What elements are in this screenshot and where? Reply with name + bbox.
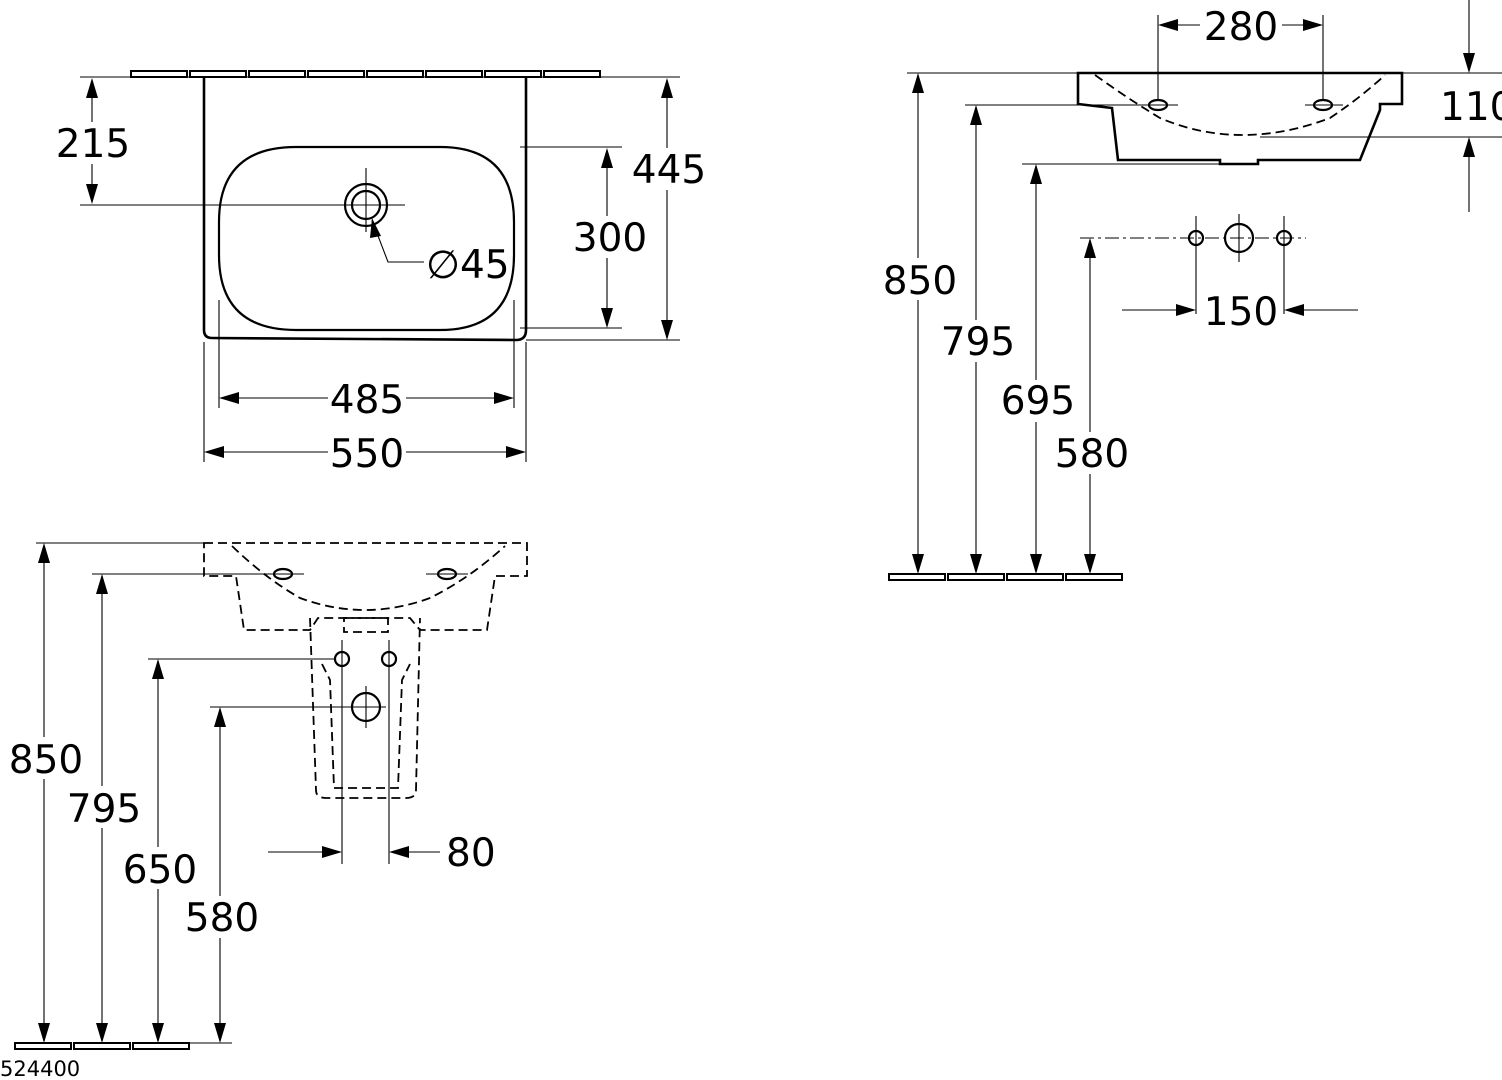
dim-width: 550 (330, 432, 404, 477)
plan-view: 215 445 300 ∅45 485 550 (55, 70, 706, 477)
basin-front-outline (203, 542, 528, 631)
tap-hole (330, 168, 405, 232)
wall-tiles (130, 70, 601, 78)
dim-floor-to-waste: 580 (1055, 432, 1129, 477)
dim-bowl-width: 485 (330, 378, 404, 423)
basin-outline (202, 78, 528, 342)
dim-overflow-spacing: 280 (1204, 5, 1278, 50)
front-view: 80 850 795 650 580 (9, 542, 528, 1050)
dim-depth: 445 (632, 148, 706, 193)
drawing-code: 524400 (0, 1057, 80, 1080)
basin-elevation-outline (1076, 71, 1404, 166)
elevation-view: 280 110 150 (883, 0, 1502, 581)
dim-supply-spacing-front: 80 (446, 831, 496, 876)
floor-tiles-right (888, 573, 1123, 581)
pedestal-outline (309, 617, 421, 799)
floor-tiles-left (14, 1042, 232, 1050)
dim-front-floor-to-supply: 650 (123, 848, 197, 893)
dim-supply-spacing: 150 (1204, 290, 1278, 335)
dim-floor-to-overflow: 795 (941, 320, 1015, 365)
overflow-hole-right (1305, 98, 1343, 112)
bowl-outline (217, 145, 516, 332)
dim-floor-to-bottom: 695 (1001, 379, 1075, 424)
dim-front-floor-to-overflow: 795 (67, 787, 141, 832)
dim-tap-offset: 215 (56, 122, 130, 167)
dim-rim-height: 110 (1440, 85, 1502, 130)
dim-tap-hole: ∅45 (426, 243, 510, 288)
dim-floor-to-top: 850 (883, 259, 957, 304)
dim-front-floor-to-waste: 580 (185, 896, 259, 941)
supply-hole-right (1275, 216, 1293, 314)
dim-bowl-depth: 300 (573, 216, 647, 261)
dim-front-floor-to-top: 850 (9, 738, 83, 783)
supply-hole-left (1187, 216, 1205, 314)
